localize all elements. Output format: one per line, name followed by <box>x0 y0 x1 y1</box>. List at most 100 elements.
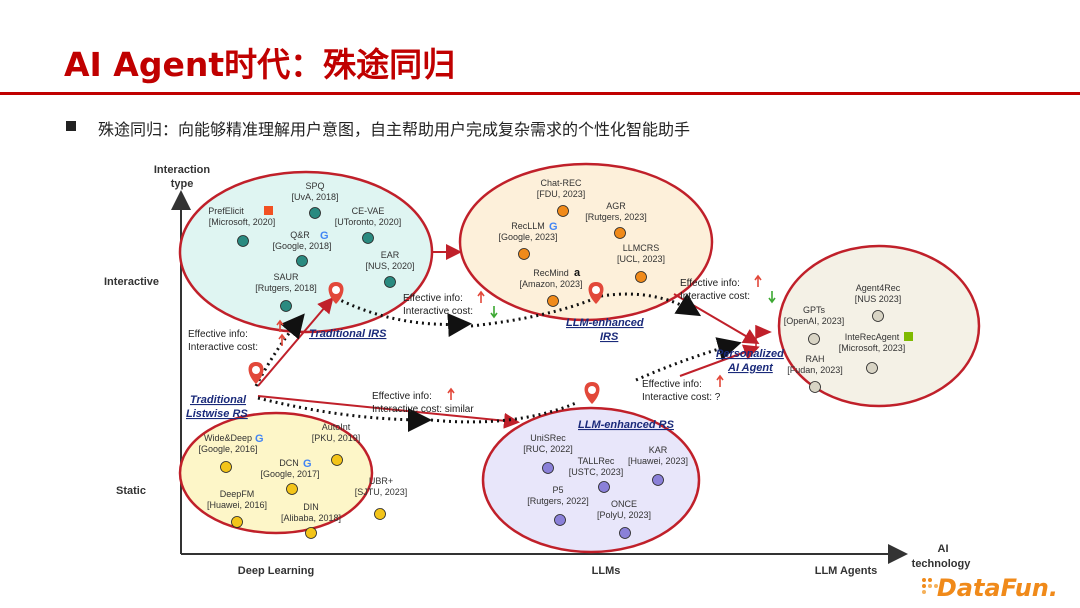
svg-text:Agent4Rec: Agent4Rec <box>856 283 901 293</box>
node-rah: RAH [Fudan, 2023] <box>787 354 843 393</box>
node-qr: Q&R G [Google, 2018] <box>272 230 332 267</box>
title-divider <box>0 92 1080 95</box>
x-label-llms: LLMs <box>592 565 621 577</box>
dotted-path-llmirs-mid <box>470 296 597 328</box>
google-logo-icon: G <box>320 230 329 242</box>
stage-llm-rs: LLM-enhanced RS <box>578 419 675 431</box>
node-llmcrs: LLMCRS [UCL, 2023] <box>617 243 665 283</box>
node-ubr: UBR+ [SJTU, 2023] <box>355 476 408 520</box>
svg-text:[UToronto, 2020]: [UToronto, 2020] <box>335 217 402 227</box>
svg-text:[Google, 2018]: [Google, 2018] <box>272 241 331 251</box>
arrow-rs-to-irs <box>257 296 334 387</box>
dotted-path-rs-llmrs <box>257 396 432 432</box>
svg-text:[Rutgers, 2018]: [Rutgers, 2018] <box>255 283 317 293</box>
svg-text:[Microsoft, 2023]: [Microsoft, 2023] <box>839 343 906 353</box>
svg-text:Interactive cost:: Interactive cost: <box>680 291 750 302</box>
svg-text:Q&R: Q&R <box>290 230 310 240</box>
svg-text:AutoInt: AutoInt <box>322 422 351 432</box>
arrow-rs-to-llm-rs <box>257 395 520 429</box>
diagram-canvas: Interaction type Interactive Static AI t… <box>104 162 981 577</box>
dotted-path-irs-llmirs <box>335 296 472 338</box>
annotation-llmirs-to-agent: Effective info: Interactive cost: <box>680 274 776 304</box>
svg-text:Effective info:: Effective info: <box>188 329 248 340</box>
svg-text:[Amazon, 2023]: [Amazon, 2023] <box>519 279 582 289</box>
svg-text:Chat-REC: Chat-REC <box>540 178 582 188</box>
y-axis-title-line2: type <box>171 178 194 190</box>
cluster-llm-irs <box>458 162 714 322</box>
y-axis-title-line1: Interaction <box>154 164 211 176</box>
node-deepfm: DeepFM [Huawei, 2016] <box>207 489 267 528</box>
up-arrow-icon <box>278 333 286 346</box>
x-label-llm-agents: LLM Agents <box>815 565 878 577</box>
svg-text:[Microsoft, 2020]: [Microsoft, 2020] <box>209 217 276 227</box>
arrow-llm-rs-to-agent <box>679 344 760 377</box>
node-autoint: AutoInt [PKU, 2019] <box>312 422 361 466</box>
svg-text:DCN: DCN <box>279 458 299 468</box>
svg-text:[Google, 2023]: [Google, 2023] <box>498 232 557 242</box>
svg-text:[Huawei, 2016]: [Huawei, 2016] <box>207 500 267 510</box>
svg-text:RecLLM: RecLLM <box>511 221 545 231</box>
svg-text:Interactive cost: similar: Interactive cost: similar <box>372 404 474 415</box>
svg-text:DeepFM: DeepFM <box>220 489 255 499</box>
svg-text:[RUC, 2022]: [RUC, 2022] <box>523 444 573 454</box>
svg-text:EAR: EAR <box>381 250 400 260</box>
svg-text:UBR+: UBR+ <box>369 476 393 486</box>
bullet-square-icon <box>66 121 76 131</box>
svg-text:[USTC, 2023]: [USTC, 2023] <box>569 467 624 477</box>
node-cevae: CE-VAE [UToronto, 2020] <box>335 206 402 244</box>
cluster-agents <box>777 244 981 408</box>
svg-text:Interactive cost:: Interactive cost: <box>188 342 258 353</box>
svg-text:ONCE: ONCE <box>611 499 637 509</box>
svg-text:Effective info:: Effective info: <box>372 391 432 402</box>
pin-traditional-irs-icon <box>328 282 344 304</box>
google-logo-icon: G <box>549 221 558 233</box>
svg-text:Effective info:: Effective info: <box>403 293 463 304</box>
svg-text:[Google, 2017]: [Google, 2017] <box>260 469 319 479</box>
node-agent4rec: Agent4Rec [NUS 2023] <box>855 283 901 322</box>
svg-text:[Fudan, 2023]: [Fudan, 2023] <box>787 365 843 375</box>
stage-traditional-rs-line1: Traditional <box>190 394 247 406</box>
svg-text:Interactive cost:: Interactive cost: <box>403 306 473 317</box>
google-logo-icon: G <box>255 433 264 445</box>
node-once: ONCE [PolyU, 2023] <box>597 499 651 539</box>
pin-traditional-rs-icon <box>248 362 264 384</box>
svg-text:PrefElicit: PrefElicit <box>208 206 244 216</box>
svg-text:Effective info:: Effective info: <box>642 379 702 390</box>
node-preflicit: PrefElicit [Microsoft, 2020] <box>208 206 275 247</box>
node-recmind: RecMind a [Amazon, 2023] <box>519 267 583 307</box>
svg-text:RecMind: RecMind <box>533 268 569 278</box>
node-unisrec: UniSRec [RUC, 2022] <box>523 433 573 474</box>
annotation-rs-to-llmrs: Effective info: Interactive cost: simila… <box>372 387 474 415</box>
svg-text:InteRecAgent: InteRecAgent <box>845 332 900 342</box>
svg-text:DIN: DIN <box>303 502 319 512</box>
node-agr: AGR [Rutgers, 2023] <box>585 201 647 239</box>
svg-text:[OpenAI, 2023]: [OpenAI, 2023] <box>784 316 845 326</box>
node-dcn: DCN G [Google, 2017] <box>260 458 320 495</box>
y-label-interactive: Interactive <box>104 276 159 288</box>
svg-text:[Alibaba, 2018]: [Alibaba, 2018] <box>281 513 341 523</box>
node-kar: KAR [Huawei, 2023] <box>628 445 688 486</box>
svg-text:[Rutgers, 2023]: [Rutgers, 2023] <box>585 212 647 222</box>
node-saur: SAUR [Rutgers, 2018] <box>255 272 317 312</box>
evolution-diagram: Interaction type Interactive Static AI t… <box>96 158 984 582</box>
node-ear: EAR [NUS, 2020] <box>365 250 415 288</box>
datafun-logo-icon <box>922 578 938 594</box>
brand-logo-text: DataFun. <box>936 574 1058 602</box>
node-chatrec: Chat-REC [FDU, 2023] <box>537 178 585 217</box>
svg-text:RAH: RAH <box>805 354 824 364</box>
svg-text:[SJTU, 2023]: [SJTU, 2023] <box>355 487 408 497</box>
node-spq: SPQ [UvA, 2018] <box>291 181 339 219</box>
svg-text:UniSRec: UniSRec <box>530 433 566 443</box>
y-label-static: Static <box>116 485 146 497</box>
amazon-logo-icon: a <box>574 267 581 279</box>
svg-text:P5: P5 <box>552 485 563 495</box>
svg-text:Interactive cost: ?: Interactive cost: ? <box>642 392 721 403</box>
stage-llm-irs-line1: LLM-enhanced <box>566 317 644 329</box>
svg-text:[PKU, 2019]: [PKU, 2019] <box>312 433 361 443</box>
svg-text:AGR: AGR <box>606 201 626 211</box>
svg-text:[PolyU, 2023]: [PolyU, 2023] <box>597 510 651 520</box>
node-tallrec: TALLRec [USTC, 2023] <box>569 456 624 493</box>
svg-text:LLMCRS: LLMCRS <box>623 243 660 253</box>
dotted-path-llmrs-mid <box>430 401 577 424</box>
google-logo-icon: G <box>303 458 312 470</box>
